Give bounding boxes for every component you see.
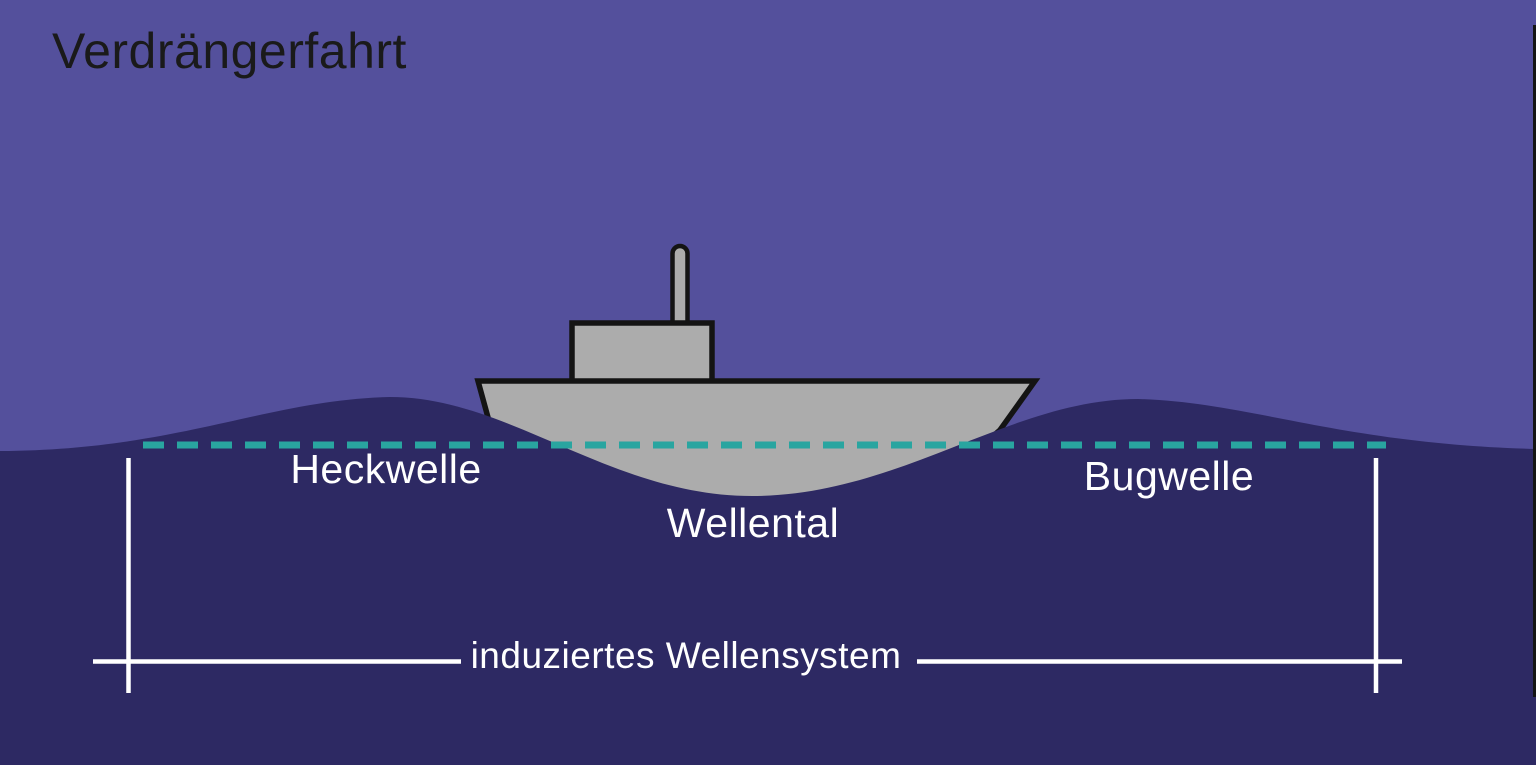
- boat-mast: [670, 243, 690, 335]
- boat-cabin: [569, 320, 715, 386]
- stern-wave-label: Heckwelle: [290, 446, 482, 492]
- wave-trough-label: Wellental: [666, 500, 840, 546]
- water-body: [0, 397, 1536, 765]
- induced-wave-system-label: induziertes Wellensystem: [470, 635, 902, 676]
- diagram-title: Verdrängerfahrt: [52, 23, 407, 79]
- right-edge-strip: [1533, 25, 1536, 697]
- bow-wave-label: Bugwelle: [1083, 453, 1255, 499]
- wave-system-bracket: [93, 458, 1402, 693]
